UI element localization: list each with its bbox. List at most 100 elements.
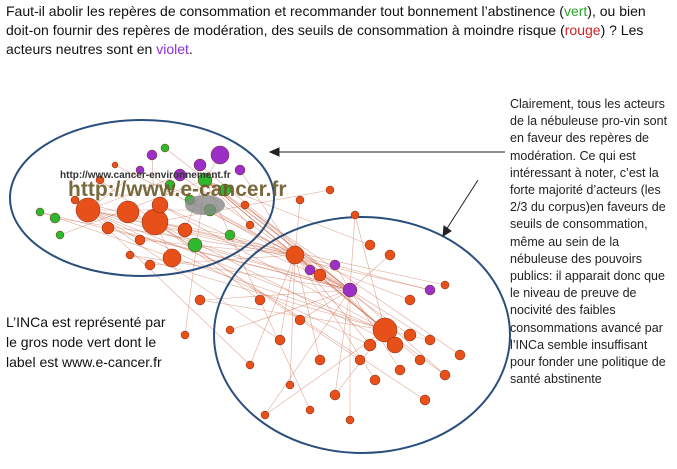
moderation-node [260, 410, 270, 420]
moderation-node [225, 325, 235, 335]
graph-edge [204, 179, 371, 246]
graph-nodes [35, 143, 466, 425]
neutral-node [193, 158, 207, 172]
moderation-node [144, 259, 156, 271]
moderation-node [305, 405, 315, 415]
graph-edge [154, 221, 361, 361]
graph-edge [349, 289, 446, 376]
moderation-node [151, 196, 169, 214]
moderation-node [364, 239, 376, 251]
moderation-node [75, 197, 101, 223]
moderation-node [325, 185, 335, 195]
moderation-node [294, 314, 306, 326]
moderation-node [285, 245, 305, 265]
moderation-node [394, 364, 406, 376]
moderation-node [285, 380, 295, 390]
pro-vin-cluster-ellipse [9, 119, 275, 277]
moderation-node [245, 220, 255, 230]
graph-edge [229, 234, 296, 256]
moderation-node [95, 175, 105, 185]
neutral-node [304, 264, 316, 276]
moderation-node [177, 222, 193, 238]
moderation-node [384, 249, 396, 261]
moderation-node [314, 354, 326, 366]
left-note: L’INCa est représenté par le gros node v… [6, 314, 166, 370]
moderation-node [134, 234, 146, 246]
abstinence-node [164, 179, 176, 191]
arrow-head-right [442, 225, 452, 237]
secondary-node-label: http://www.cancer-environnement.fr [60, 170, 231, 181]
graph-edge [294, 254, 411, 301]
abstinence-node [160, 143, 170, 153]
moderation-node [70, 195, 80, 205]
graph-edge [229, 289, 351, 331]
moderation-node [180, 330, 190, 340]
graph-edge [289, 254, 296, 386]
graph-edge [154, 221, 426, 401]
moderation-node [419, 394, 431, 406]
graph-edge [87, 209, 371, 346]
graph-edge [349, 289, 431, 341]
neutral-node [342, 282, 358, 298]
moderation-node [194, 294, 206, 306]
abstinence-node [218, 183, 232, 197]
graph-edge [87, 209, 251, 366]
moderation-node [101, 221, 115, 235]
moderation-node [313, 268, 327, 282]
moderation-node [404, 294, 416, 306]
abstinence-node [197, 172, 213, 188]
heading-part1: Faut-il abolir les repères de consommati… [6, 3, 564, 19]
moderation-node [111, 161, 119, 169]
moderation-node [141, 208, 169, 236]
moderation-node [329, 389, 341, 401]
graph-edge [87, 209, 386, 331]
abstinence-node [49, 212, 61, 224]
moderation-node [424, 334, 436, 346]
public-powers-cluster-ellipse [213, 216, 511, 454]
heading-part2: ), ou bien doit-on fournir des repères d… [6, 3, 646, 38]
moderation-node [295, 195, 305, 205]
graph-edge [249, 254, 296, 366]
moderation-node [116, 200, 140, 224]
moderation-node [439, 369, 451, 381]
right-note: Clairement, tous les acteurs de la nébul… [510, 96, 670, 388]
graph-edge [87, 209, 281, 341]
graph-edge [204, 179, 311, 411]
moderation-node [125, 250, 135, 260]
heading-question: Faut-il abolir les repères de consommati… [6, 2, 666, 59]
arrow-head-left [268, 147, 280, 157]
abstinence-node [55, 230, 65, 240]
graph-edge [179, 174, 296, 256]
moderation-node [363, 338, 377, 352]
neutral-node [424, 284, 436, 296]
neutral-node [210, 145, 230, 165]
graph-edge [164, 147, 351, 291]
moderation-node [254, 294, 266, 306]
graph-edge [87, 209, 351, 291]
moderation-node [245, 360, 255, 370]
right-note-text: Clairement, tous les acteurs de la nébul… [510, 97, 668, 387]
neutral-node [234, 164, 246, 176]
overlap-node [185, 195, 225, 215]
graph-edge [264, 289, 351, 416]
annotation-arrows [268, 147, 505, 237]
moderation-node [372, 317, 398, 343]
graph-edge [279, 254, 296, 341]
moderation-node [386, 336, 404, 354]
graph-edge [194, 244, 351, 291]
moderation-node [350, 210, 360, 220]
heading-part4: . [188, 41, 193, 57]
graph-edge [349, 214, 356, 291]
heading-green-word: vert [563, 3, 588, 19]
abstinence-node [35, 207, 45, 217]
moderation-node [440, 280, 450, 290]
graph-edge [294, 254, 321, 361]
graph-edge [294, 254, 431, 291]
abstinence-node [224, 229, 236, 241]
neutral-node [329, 259, 341, 271]
arrow-to-right-cluster [445, 179, 479, 231]
heading-violet-word: violet [156, 41, 189, 57]
graph-edge [204, 179, 251, 226]
moderation-node [414, 354, 426, 366]
